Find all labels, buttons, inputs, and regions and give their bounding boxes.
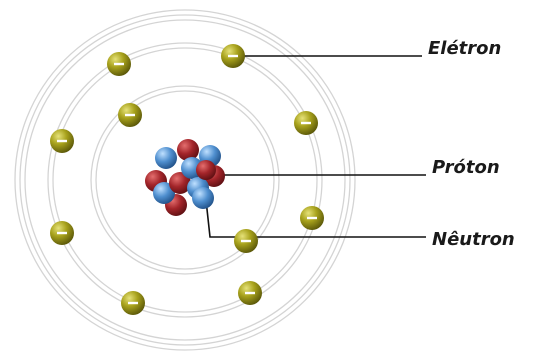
label-electron: Elétron bbox=[428, 38, 502, 59]
orbit-ring-middle-2 bbox=[52, 47, 318, 313]
electron bbox=[50, 129, 74, 153]
proton bbox=[196, 160, 216, 180]
electron bbox=[238, 281, 262, 305]
electron bbox=[300, 206, 324, 230]
orbit-rings bbox=[14, 9, 356, 351]
orbit-ring-outer-1 bbox=[14, 9, 356, 351]
orbit-ring-outer-3 bbox=[24, 19, 346, 341]
electron bbox=[107, 52, 131, 76]
orbit-ring-middle-1 bbox=[47, 42, 323, 318]
leader-line-neutron bbox=[205, 199, 426, 238]
electron bbox=[50, 221, 74, 245]
electron bbox=[234, 229, 258, 253]
electron bbox=[121, 291, 145, 315]
label-proton: Próton bbox=[432, 157, 500, 178]
proton bbox=[177, 139, 199, 161]
neutron bbox=[153, 182, 175, 204]
electron bbox=[294, 111, 318, 135]
nucleus bbox=[145, 139, 225, 216]
proton bbox=[169, 172, 191, 194]
orbit-ring-outer-2 bbox=[19, 14, 351, 346]
orbit-ring-inner-1 bbox=[90, 85, 280, 275]
neutron bbox=[155, 147, 177, 169]
electron bbox=[118, 103, 142, 127]
leader-lines bbox=[205, 55, 426, 238]
orbit-ring-inner-2 bbox=[95, 90, 275, 270]
electron bbox=[221, 44, 245, 68]
label-neutron: Nêutron bbox=[432, 229, 515, 250]
neutron bbox=[192, 187, 214, 209]
